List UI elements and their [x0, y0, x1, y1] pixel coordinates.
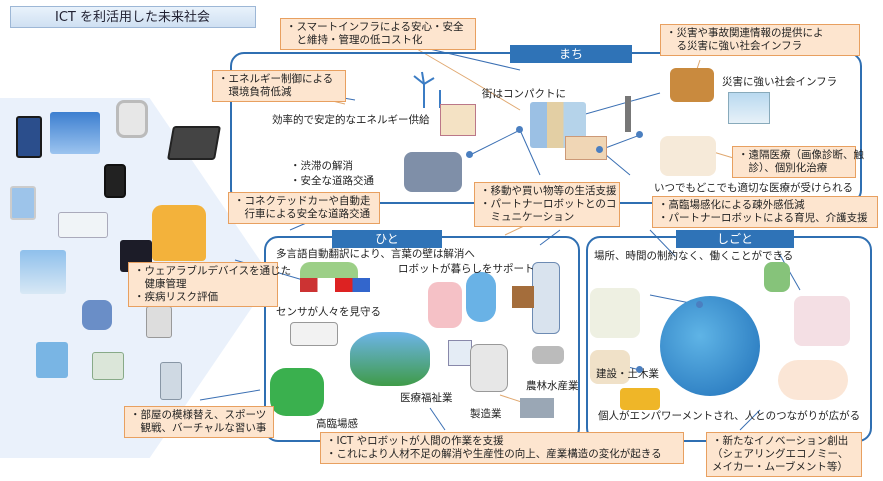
stadium-icon	[350, 332, 430, 386]
congestion-label: ・渋滞の解消	[290, 160, 353, 172]
elderly-note: ・高臨場感化による疎外感低減 ・パートナーロボットによる育児、介護支援	[652, 196, 878, 228]
people-network-icon	[778, 360, 848, 400]
network-node	[696, 301, 703, 308]
phone-icon	[16, 116, 42, 158]
ict-robot-note: ・ICT やロボットが人間の作業を支援 ・これにより人材不足の解消や生産性の向上…	[320, 432, 684, 464]
team-icon	[794, 296, 850, 346]
presence-label: 高臨場感	[316, 418, 358, 430]
globe-icon	[660, 296, 760, 396]
glove-icon	[146, 306, 172, 338]
manufacturing-label: 製造業	[470, 408, 502, 420]
smartwatch-icon	[116, 100, 148, 138]
compact-city-label: 街はコンパクトに	[482, 88, 566, 100]
agriculture-label: 農林水産業	[526, 380, 579, 392]
workers-icon	[590, 350, 630, 384]
safe-traffic-label: ・安全な道路交通	[290, 175, 374, 187]
construction-label: 建設・土木業	[596, 368, 659, 380]
boxes-icon	[512, 286, 534, 308]
mother-child-icon	[428, 282, 462, 328]
person-face-icon	[36, 342, 68, 378]
houses-icon	[565, 136, 607, 160]
medical-note: ・遠隔医療（画像診断、触 診）、個別化治療	[732, 146, 864, 178]
vr-headset-icon	[270, 368, 324, 416]
energy-note: ・エネルギー制御による 環境負荷低減	[212, 70, 346, 102]
doctor-icon	[660, 136, 716, 176]
empowerment-label: 個人がエンパワーメントされ、人とのつながりが広がる	[598, 410, 861, 422]
ship-photo	[58, 212, 108, 238]
robot-icon	[466, 272, 496, 322]
network-node	[636, 131, 643, 138]
remote-worker-icon	[590, 288, 640, 338]
hospital-icon	[448, 340, 472, 366]
robot-support-label: ロボットが暮らしをサポート	[398, 263, 535, 275]
network-node	[596, 146, 603, 153]
network-node	[466, 151, 473, 158]
car-icon	[82, 300, 112, 330]
disaster-strong-label: 災害に強い社会インフラ	[722, 76, 838, 88]
solar-house-icon	[440, 104, 476, 136]
exoskeleton-icon	[532, 262, 560, 334]
dome-icon	[92, 352, 124, 380]
sensor-label: センサが人々を見守る	[276, 306, 381, 318]
connected-car-note: ・コネクテッドカーや自動走 行車による安全な道路交通	[228, 192, 380, 224]
person-waving-icon	[764, 262, 790, 292]
welfare-label: 医療福祉業	[400, 392, 453, 404]
smart-infra-note: ・スマートインフラによる安心・安全 と維持・管理の低コスト化	[280, 18, 476, 50]
machi-label: まち	[510, 45, 632, 63]
room-note: ・部屋の模様替え、スポーツ 観戦、バーチャルな習い事	[124, 406, 274, 438]
factory-icon	[520, 398, 554, 418]
sensor-pole-icon	[625, 96, 631, 132]
network-node	[636, 366, 643, 373]
network-node	[516, 126, 523, 133]
building-icon	[160, 362, 182, 400]
care-robot-icon	[470, 344, 508, 392]
medical-anywhere-label: いつでもどこでも適切な医療が受けられる	[654, 182, 853, 194]
work-anywhere-label: 場所、時間の制約なく、働くことができる	[594, 250, 794, 262]
driver-icon	[404, 152, 462, 192]
shirt-photo	[152, 205, 206, 261]
efficient-energy-label: 効率的で安定的なエネルギー供給	[272, 114, 430, 126]
translation-label: 多言語自動翻訳により、言葉の壁は解消へ	[276, 248, 475, 260]
mobility-note: ・移動や買い物等の生活支援 ・パートナーロボットとのコ ミュニケーション	[474, 182, 620, 227]
wind-turbine-icon	[410, 70, 450, 110]
disaster-note: ・災害や事故関連情報の提供によ る災害に強い社会インフラ	[660, 24, 860, 56]
bridge-photo	[20, 250, 66, 294]
wearable-note: ・ウェアラブルデバイスを通じた 健康管理 ・疾病リスク評価	[128, 262, 291, 307]
sky-photo	[50, 112, 100, 154]
shigoto-label: しごと	[676, 230, 794, 248]
drone-icon	[532, 346, 564, 364]
innovation-note: ・新たなイノベーション創出 （シェアリングエコノミー、 メイカー・ムーブメント等…	[706, 432, 862, 477]
sensor-device-icon	[290, 322, 338, 346]
flag-icons	[300, 278, 370, 292]
hito-label: ひと	[332, 230, 442, 248]
disaster-ruins-icon	[670, 68, 714, 102]
excavator-icon	[620, 388, 660, 410]
tablet-icon	[10, 186, 36, 220]
page-title: ICT を利活用した未来社会	[10, 6, 256, 28]
bridge-icon	[728, 92, 770, 124]
phone-icon	[104, 164, 126, 198]
